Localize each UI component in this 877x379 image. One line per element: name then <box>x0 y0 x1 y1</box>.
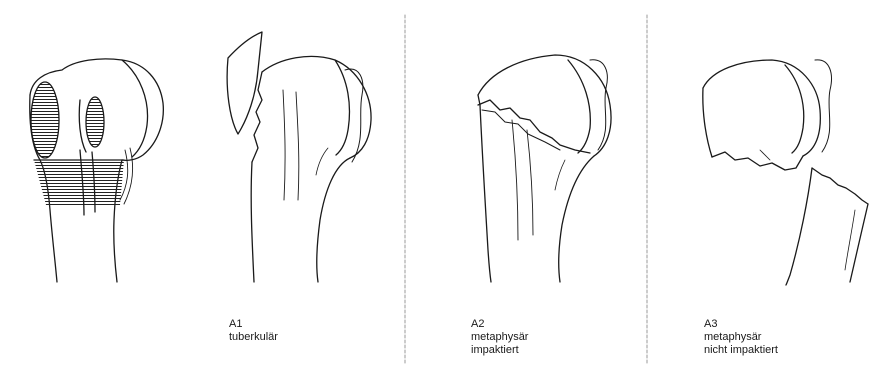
a1-tubercular-fracture-drawing <box>227 32 371 282</box>
panel-description-a1: tuberkulär <box>229 331 278 344</box>
caption-a1: A1 tuberkulär <box>229 318 278 344</box>
reference-humerus-drawing <box>30 59 164 282</box>
a2-metaphyseal-impacted-drawing <box>478 55 611 282</box>
panel-id-a1: A1 <box>229 318 278 331</box>
caption-a2: A2 metaphysär impaktiert <box>471 318 528 357</box>
panel-description-a2-line2: impaktiert <box>471 344 528 357</box>
panel-id-a3: A3 <box>704 318 778 331</box>
panel-id-a2: A2 <box>471 318 528 331</box>
a3-metaphyseal-not-impacted-drawing <box>703 60 868 285</box>
panel-description-a2-line1: metaphysär <box>471 331 528 344</box>
panel-description-a3-line1: metaphysär <box>704 331 778 344</box>
panel-description-a3-line2: nicht impaktiert <box>704 344 778 357</box>
caption-a3: A3 metaphysär nicht impaktiert <box>704 318 778 357</box>
